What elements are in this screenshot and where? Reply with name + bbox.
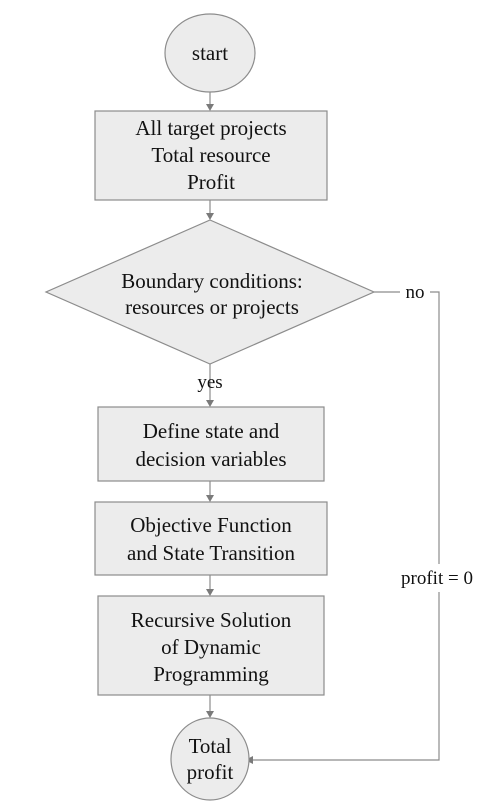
define-box xyxy=(97,406,325,482)
start-label: start xyxy=(192,41,228,65)
define-line-2: decision variables xyxy=(135,447,286,471)
end-line-2: profit xyxy=(187,760,234,784)
edge-no-branch-rail xyxy=(250,291,440,761)
decision-line-1: Boundary conditions: xyxy=(121,269,302,293)
arrowhead-recursive xyxy=(206,589,214,596)
arrowhead-end xyxy=(206,711,214,718)
inputs-line-2: Total resource xyxy=(151,143,270,167)
start-node xyxy=(164,13,256,93)
recursive-line-1: Recursive Solution xyxy=(131,608,292,632)
end-line-1: Total xyxy=(189,734,232,758)
recursive-line-3: Programming xyxy=(153,662,269,686)
no-label: no xyxy=(406,282,425,303)
recursive-box xyxy=(97,595,325,696)
decision-line-2: resources or projects xyxy=(125,295,299,319)
inputs-line-3: Profit xyxy=(187,170,235,194)
inputs-line-1: All target projects xyxy=(135,116,286,140)
yes-label: yes xyxy=(197,372,222,393)
zero-profit-label-backdrop xyxy=(378,564,496,592)
decision-diamond xyxy=(44,219,376,365)
arrowhead-objective xyxy=(206,495,214,502)
objective-line-2: and State Transition xyxy=(127,541,296,565)
arrowhead-define xyxy=(206,400,214,407)
arrowhead-decision xyxy=(206,213,214,220)
end-node xyxy=(170,717,250,801)
recursive-line-2: of Dynamic xyxy=(161,635,261,659)
define-line-1: Define state and xyxy=(143,419,280,443)
objective-line-1: Objective Function xyxy=(130,513,292,537)
inputs-box xyxy=(94,110,328,201)
zero-profit-label: profit = 0 xyxy=(401,568,473,589)
arrowhead-inputs xyxy=(206,104,214,111)
objective-box xyxy=(94,501,328,576)
